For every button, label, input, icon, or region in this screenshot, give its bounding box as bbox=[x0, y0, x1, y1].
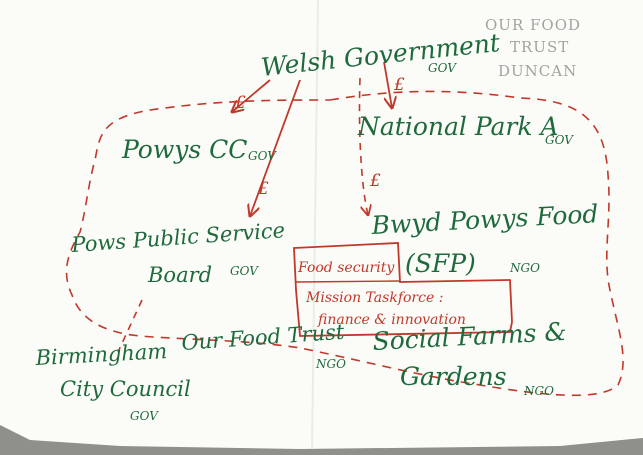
pound-sign-1: £ bbox=[234, 93, 246, 113]
taskforce-outline bbox=[293, 242, 513, 337]
psb-tag: GOV bbox=[230, 264, 259, 278]
dashed-funding-arrow bbox=[358, 77, 368, 215]
arrow-to-powys-cc bbox=[232, 79, 271, 112]
social-farms-label-line2: Gardens bbox=[400, 362, 507, 391]
psb-label-line2: Board bbox=[147, 263, 212, 287]
arrow-to-national-park bbox=[383, 61, 392, 108]
birmingham-tag: GOV bbox=[130, 409, 159, 423]
pound-sign-2: £ bbox=[257, 179, 269, 199]
taskforce-line2: Mission Taskforce : bbox=[305, 290, 443, 306]
social-farms-tag: NGO bbox=[523, 384, 554, 398]
taskforce-title: Food security bbox=[297, 260, 395, 276]
our-food-trust-tag: NGO bbox=[315, 357, 346, 371]
bwyd-powys-tag: NGO bbox=[509, 261, 540, 275]
corner-note-line3: DUNCAN bbox=[498, 62, 577, 80]
birmingham-link bbox=[117, 299, 143, 353]
ecosystem-boundary bbox=[65, 90, 624, 397]
taskforce-divider bbox=[295, 280, 401, 283]
welsh-government-tag: GOV bbox=[428, 61, 457, 75]
powys-cc-tag: GOV bbox=[248, 149, 277, 163]
birmingham-label-line2: City Council bbox=[60, 377, 191, 401]
corner-note-line2: TRUST bbox=[510, 38, 569, 56]
bwyd-powys-abbr: (SFP) bbox=[405, 249, 476, 278]
powys-cc-label: Powys CC bbox=[121, 135, 247, 164]
national-park-label: National Park A bbox=[357, 112, 559, 141]
paper-fold bbox=[311, 0, 319, 450]
pound-sign-3: £ bbox=[393, 75, 405, 95]
taskforce-box: Food security Mission Taskforce : financ… bbox=[293, 242, 513, 337]
arrow-to-psb bbox=[250, 79, 301, 216]
corner-note-line1: OUR FOOD bbox=[485, 16, 581, 34]
pound-sign-4: £ bbox=[369, 171, 381, 191]
national-park-tag: GOV bbox=[545, 133, 574, 147]
taskforce-line3: finance & innovation bbox=[317, 312, 466, 328]
